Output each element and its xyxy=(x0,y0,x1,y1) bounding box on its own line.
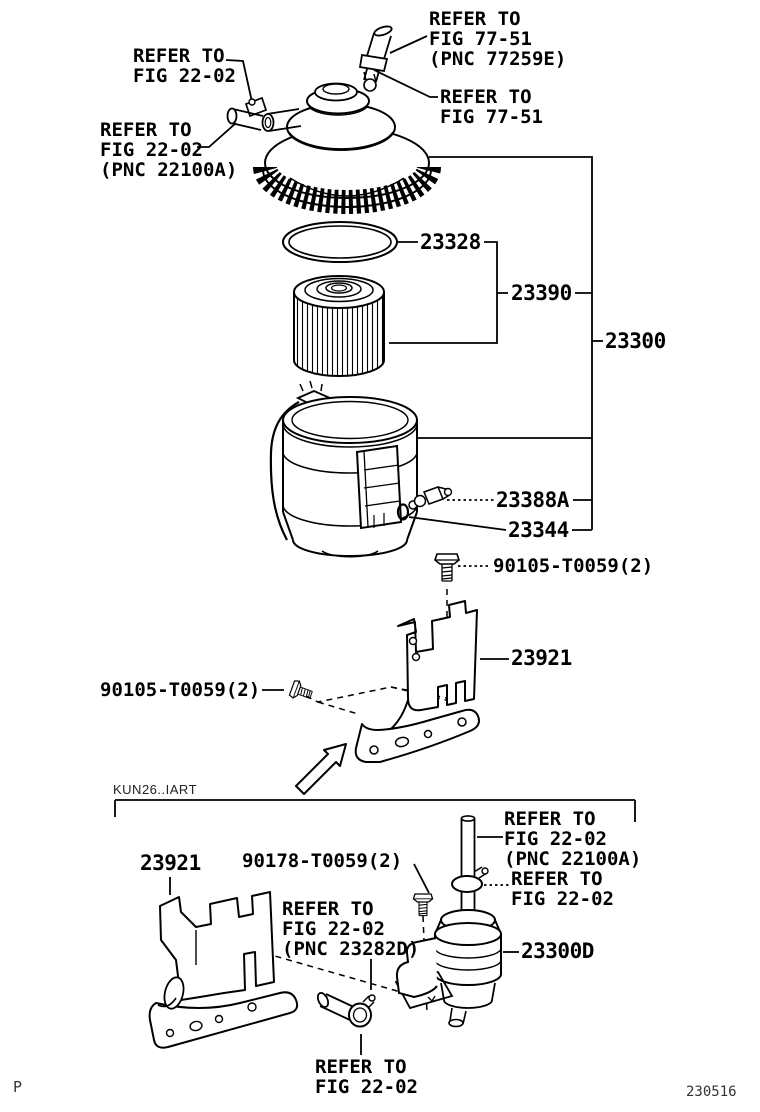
callout-line: FIG 22-02 xyxy=(315,1076,418,1098)
part-number-23300: 23300 xyxy=(605,329,666,353)
bracket-lower-drawing xyxy=(148,891,299,1049)
callout-refer-fig2202-pnc22100a: REFER TO FIG 22-02 (PNC 22100A) xyxy=(100,120,237,180)
callout-line: (PNC 23282D) xyxy=(282,938,420,960)
filter-cap-drawing xyxy=(226,71,441,214)
callout-line: (PNC 22100A) xyxy=(504,848,642,870)
valve-23388a-drawing xyxy=(408,486,453,510)
callout-line: FIG 22-02 xyxy=(133,65,236,87)
bolt-90105-left-drawing xyxy=(288,678,315,704)
callout-line: (PNC 77259E) xyxy=(429,48,567,70)
callout-line: REFER TO xyxy=(440,86,532,108)
leader-lines xyxy=(114,35,636,1055)
filter-element-drawing xyxy=(293,275,385,377)
part-number-23344: 23344 xyxy=(508,518,569,542)
callout-line: FIG 77-51 xyxy=(429,28,532,50)
hose-clamp-23282d-drawing xyxy=(316,992,376,1028)
callout-refer-fig2202-top: REFER TO FIG 22-02 xyxy=(133,46,236,86)
callout-line: FIG 22-02 xyxy=(511,888,614,910)
callout-line: REFER TO xyxy=(429,8,521,30)
callout-line: REFER TO xyxy=(133,45,225,67)
callout-refer-fig7751-pnc77259e: REFER TO FIG 77-51 (PNC 77259E) xyxy=(429,9,566,69)
filter-23300d-drawing xyxy=(394,815,502,1028)
callout-refer-fig2202-bottom: REFER TO FIG 22-02 xyxy=(315,1057,418,1097)
revision-date: 230516 xyxy=(686,1084,737,1100)
part-number-90178: 90178-T0059(2) xyxy=(242,850,403,872)
callout-line: FIG 22-02 xyxy=(282,918,385,940)
part-number-90105-right: 90105-T0059(2) xyxy=(493,555,654,577)
oring-23328-drawing xyxy=(282,221,398,263)
direction-arrow xyxy=(295,743,347,795)
part-number-23921-upper: 23921 xyxy=(511,646,572,670)
filter-housing-drawing xyxy=(269,380,418,558)
callout-line: REFER TO xyxy=(511,868,603,890)
callout-refer-fig7751: REFER TO FIG 77-51 xyxy=(440,87,543,127)
part-number-23390: 23390 xyxy=(511,281,572,305)
callout-line: REFER TO xyxy=(282,898,374,920)
part-number-23300d: 23300D xyxy=(521,939,594,963)
oring-23344-drawing xyxy=(396,503,410,521)
callout-line: (PNC 22100A) xyxy=(100,159,238,181)
callout-refer-fig2202-pnc23282d: REFER TO FIG 22-02 (PNC 23282D) xyxy=(282,899,419,959)
part-number-23921-lower: 23921 xyxy=(140,851,201,875)
model-code-label: KUN26..IART xyxy=(113,782,198,797)
callout-line: FIG 22-02 xyxy=(504,828,607,850)
part-number-90105-left: 90105-T0059(2) xyxy=(100,679,261,701)
callout-refer-fig2202-pnc22100a-lower: REFER TO FIG 22-02 (PNC 22100A) xyxy=(504,809,641,869)
callout-line: REFER TO xyxy=(315,1056,407,1078)
callout-refer-fig2202-lower: REFER TO FIG 22-02 xyxy=(511,869,614,909)
callout-line: REFER TO xyxy=(504,808,596,830)
callout-line: REFER TO xyxy=(100,119,192,141)
hose-fitting-drawing xyxy=(358,25,393,83)
page-marker: P xyxy=(13,1078,23,1096)
part-number-23328: 23328 xyxy=(420,230,481,254)
bolt-90105-right-drawing xyxy=(434,553,460,582)
callout-line: FIG 22-02 xyxy=(100,139,203,161)
part-number-23388a: 23388A xyxy=(496,488,569,512)
callout-line: FIG 77-51 xyxy=(440,106,543,128)
bracket-upper-drawing xyxy=(354,600,480,763)
